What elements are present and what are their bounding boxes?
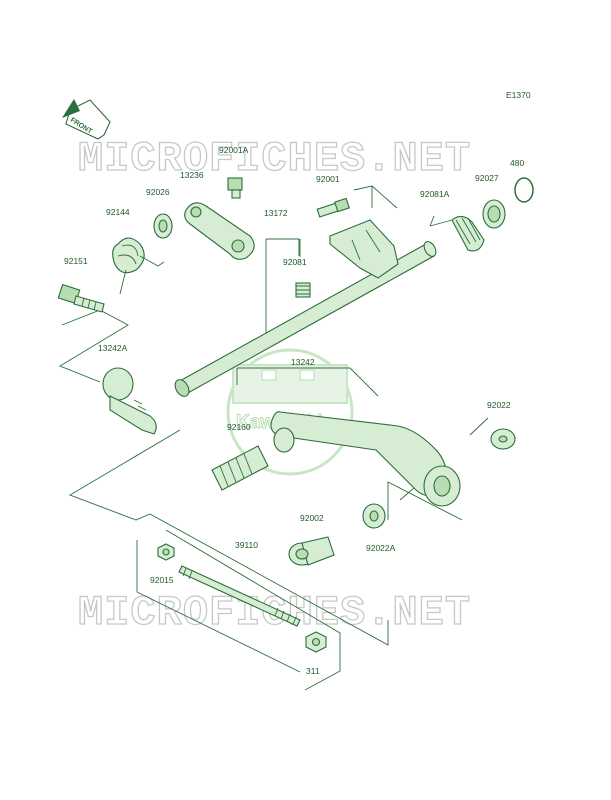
label-92001: 92001 <box>316 174 340 184</box>
label-13242A: 13242A <box>98 343 128 353</box>
lever-13242A <box>102 367 157 435</box>
spring-92081 <box>295 282 311 298</box>
label-92022A: 92022A <box>366 543 396 553</box>
label-92001A: 92001A <box>219 145 249 155</box>
part-labels: 480 92027 92081A 92001A 13236 92001 9202… <box>64 145 524 676</box>
bolt-92151 <box>57 283 105 313</box>
spring-92081A <box>429 215 485 252</box>
circlip-480 <box>514 177 534 203</box>
bolt-92001A <box>227 177 243 199</box>
label-39110: 39110 <box>235 540 258 550</box>
rubber-92160 <box>211 445 269 491</box>
front-arrow-icon: FRONT <box>62 99 111 140</box>
label-92151: 92151 <box>64 256 88 266</box>
label-92027: 92027 <box>475 173 499 183</box>
label-92144: 92144 <box>106 207 130 217</box>
leader-lines <box>58 185 489 691</box>
watermark-top: MICROFICHES.NET <box>78 135 471 183</box>
lever-13236 <box>184 202 255 260</box>
label-92081A: 92081A <box>420 189 450 199</box>
spring-92144 <box>112 237 165 295</box>
label-92081: 92081 <box>283 257 307 267</box>
bolt-92001 <box>316 197 350 218</box>
diagram-code: E1370 <box>506 90 531 100</box>
collar-92002 <box>288 536 335 566</box>
label-92160: 92160 <box>227 422 251 432</box>
label-311: 311 <box>306 666 320 676</box>
shaft-13172 <box>174 219 437 397</box>
label-92015: 92015 <box>150 575 174 585</box>
collar-92027 <box>482 199 506 229</box>
label-92002: 92002 <box>300 513 324 523</box>
lever-13242 <box>270 411 461 507</box>
label-480: 480 <box>510 158 524 168</box>
label-92022: 92022 <box>487 400 511 410</box>
label-13242: 13242 <box>291 357 315 367</box>
rod-39110 <box>178 565 301 627</box>
label-13172: 13172 <box>264 208 288 218</box>
label-13236: 13236 <box>180 170 204 180</box>
label-92026: 92026 <box>146 187 170 197</box>
